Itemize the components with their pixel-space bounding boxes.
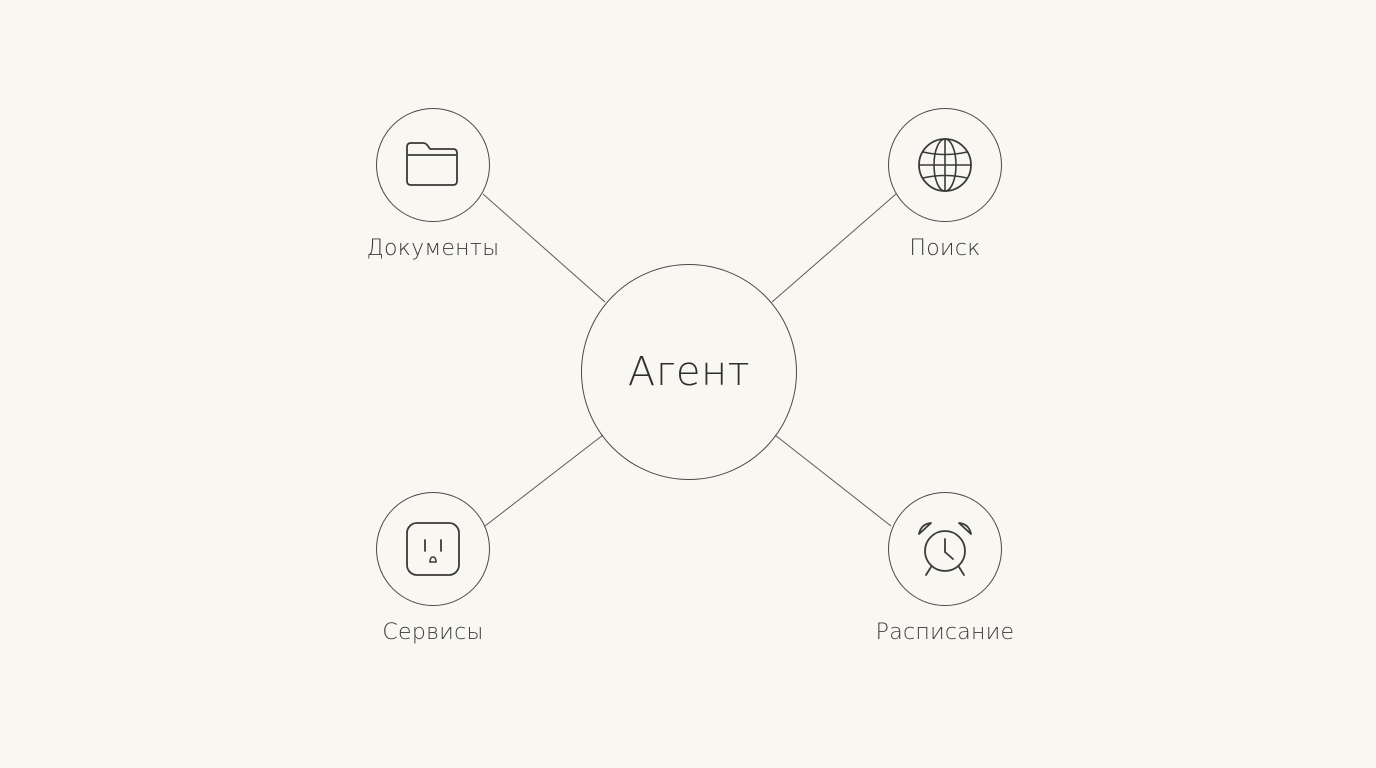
search-node [888,108,1002,222]
connector-schedule [774,434,892,527]
connector-search [771,193,897,303]
services-label: Сервисы [382,620,484,645]
schedule-node [888,492,1002,606]
documents-label: Документы [366,236,500,261]
alarm-clock-icon [918,522,972,576]
globe-icon [918,138,972,192]
folder-icon [406,142,458,186]
documents-node [376,108,490,222]
agent-label: Агент [627,349,751,395]
services-node [376,492,490,606]
agent-node: Агент [581,264,797,480]
power-outlet-icon [406,522,460,576]
schedule-label: Расписание [875,620,1015,645]
connector-services [484,434,604,527]
search-label: Поиск [909,236,981,261]
connector-documents [482,193,606,303]
